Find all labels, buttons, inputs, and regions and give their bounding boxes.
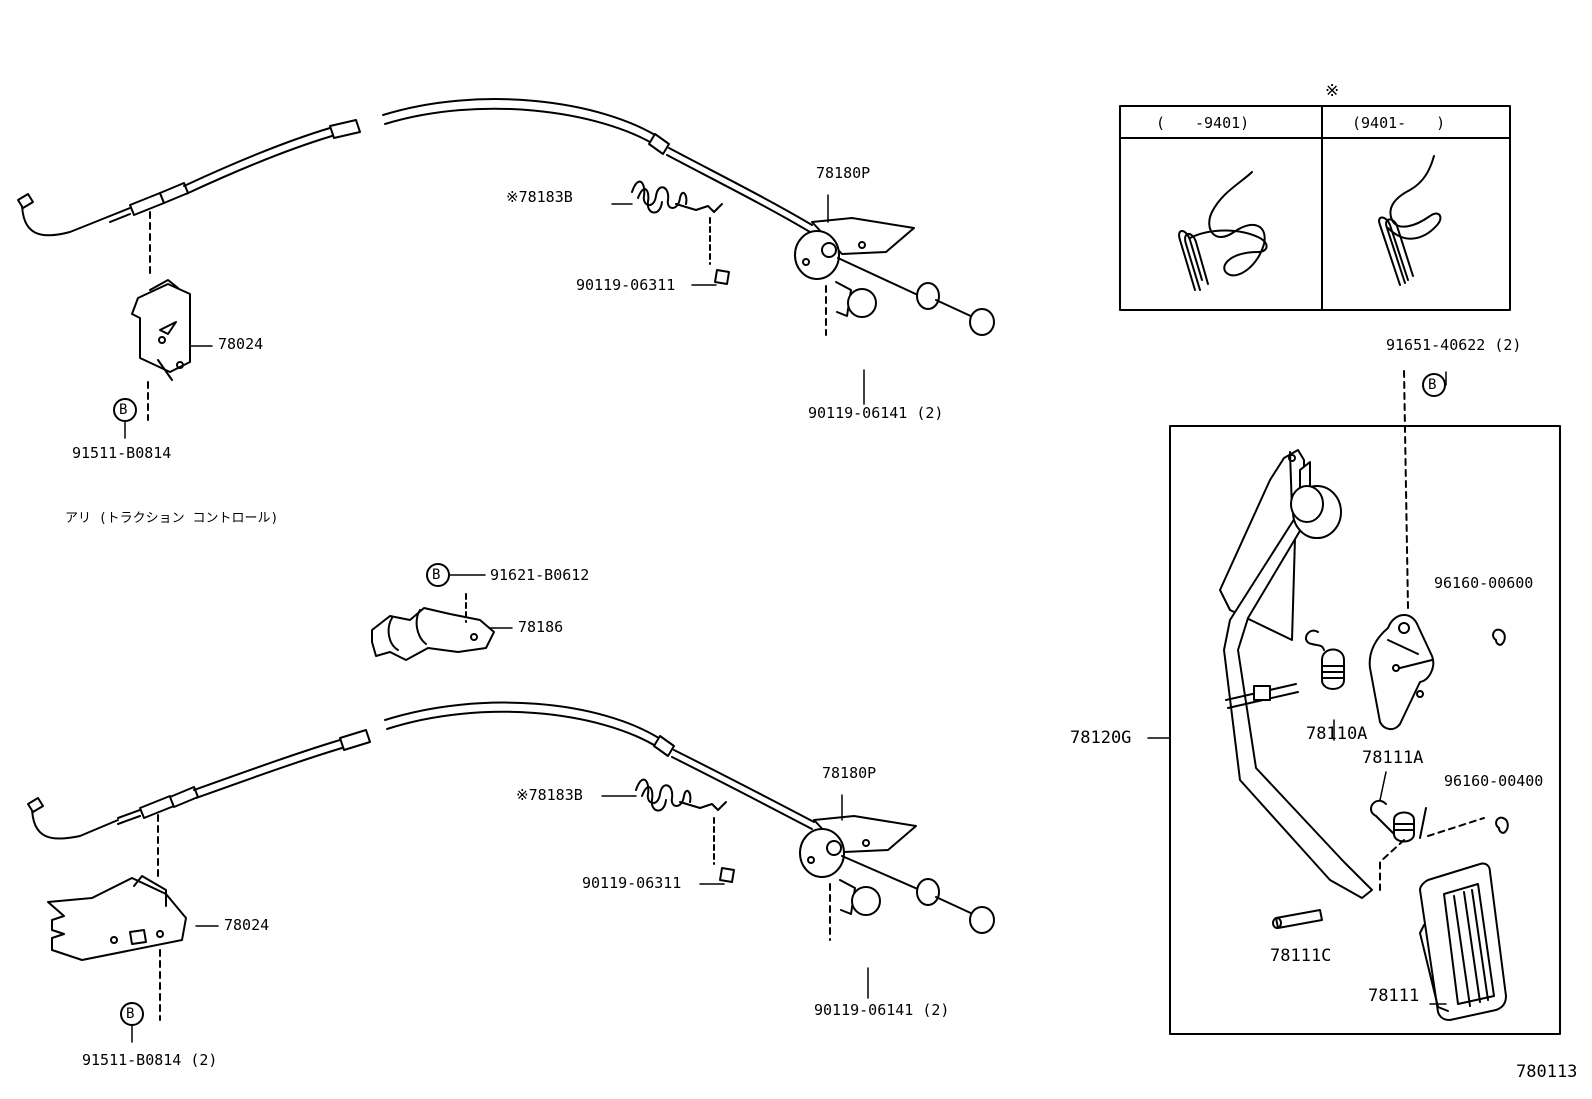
inset-spring-late [1378, 155, 1442, 286]
lower-clamp-bolt-label: 91621-B0612 [490, 566, 590, 584]
inset-col2-header: (9401- ) [1352, 114, 1446, 132]
upper-cable-bracket [131, 211, 191, 421]
pedal-retaining-rings [1492, 628, 1509, 834]
lower-clamp-label: 78186 [518, 618, 564, 636]
pedal-spring-78111a [1370, 799, 1485, 891]
lower-leaders [131, 574, 869, 1043]
lower-bolt-label: 91511-B0814 (2) [82, 1051, 218, 1069]
upper-pedal-bracket-label: 78180P [816, 164, 871, 182]
lower-small-spring [635, 778, 735, 883]
lower-pedal-bracket [799, 815, 995, 941]
pedal-pin [1272, 909, 1323, 929]
illustration-number: 780113 [1516, 1062, 1578, 1082]
pedal-ring-upper-label: 96160-00600 [1434, 574, 1534, 592]
pedal-pin-label: 78111C [1270, 946, 1332, 966]
pedal-bolt-marker-circle [1422, 373, 1446, 397]
inset-spring-early [1178, 171, 1268, 291]
traction-control-note: アリ (トラクション コントロール) [65, 511, 279, 526]
pedal-ring-lower-label: 96160-00400 [1444, 772, 1544, 790]
inset-table [1119, 105, 1511, 311]
pedal-pivot-bolt [1225, 683, 1299, 709]
upper-clip-label: 90119-06311 [576, 276, 676, 294]
pedal-return-spring-label: 78110A [1306, 724, 1368, 744]
lower-bolt-marker-circle [120, 1002, 144, 1026]
upper-leaders [124, 194, 865, 439]
upper-bolt-marker: B [119, 402, 128, 418]
lower-cable-bracket [47, 814, 187, 1021]
lower-clamp-bolt-marker-circle [426, 563, 450, 587]
upper-cable [17, 98, 813, 237]
lower-cable-bracket-label: 78024 [224, 916, 270, 934]
lower-clip-label: 90119-06311 [582, 874, 682, 892]
lower-pedal-bracket-label: 78180P [822, 764, 877, 782]
lower-clamp [371, 593, 495, 661]
lower-bolt-marker: B [126, 1006, 135, 1022]
pedal-pad [1419, 862, 1507, 1021]
lower-screw-label: 90119-06141 (2) [814, 1001, 950, 1019]
upper-small-spring [631, 180, 730, 285]
upper-bolt-label: 91511-B0814 [72, 444, 172, 462]
pedal-leaders [1333, 371, 1447, 1005]
inset-ref-mark: ※ [1325, 81, 1340, 101]
lower-spring-label: ※78183B [516, 786, 583, 804]
pedal-arm [1219, 449, 1373, 899]
pedal-top-bolt-label: 91651-40622 (2) [1386, 336, 1522, 354]
lower-clamp-bolt-marker: B [432, 567, 441, 583]
pedal-spring-label: 78111A [1362, 748, 1424, 768]
inset-col1-header: ( -9401) [1156, 114, 1250, 132]
upper-spring-label: ※78183B [506, 188, 573, 206]
upper-pedal-bracket [794, 217, 995, 336]
pedal-plate [1368, 369, 1435, 730]
lower-cable [27, 701, 815, 840]
upper-cable-bracket-label: 78024 [218, 335, 264, 353]
pedal-pad-label: 78111 [1368, 986, 1420, 1006]
upper-screw-label: 90119-06141 (2) [808, 404, 944, 422]
pedal-return-spring [1305, 629, 1345, 690]
pedal-assembly-label: 78120G [1070, 728, 1132, 748]
upper-bolt-marker-circle [113, 398, 137, 422]
pedal-top-bolt-marker: B [1428, 377, 1437, 393]
